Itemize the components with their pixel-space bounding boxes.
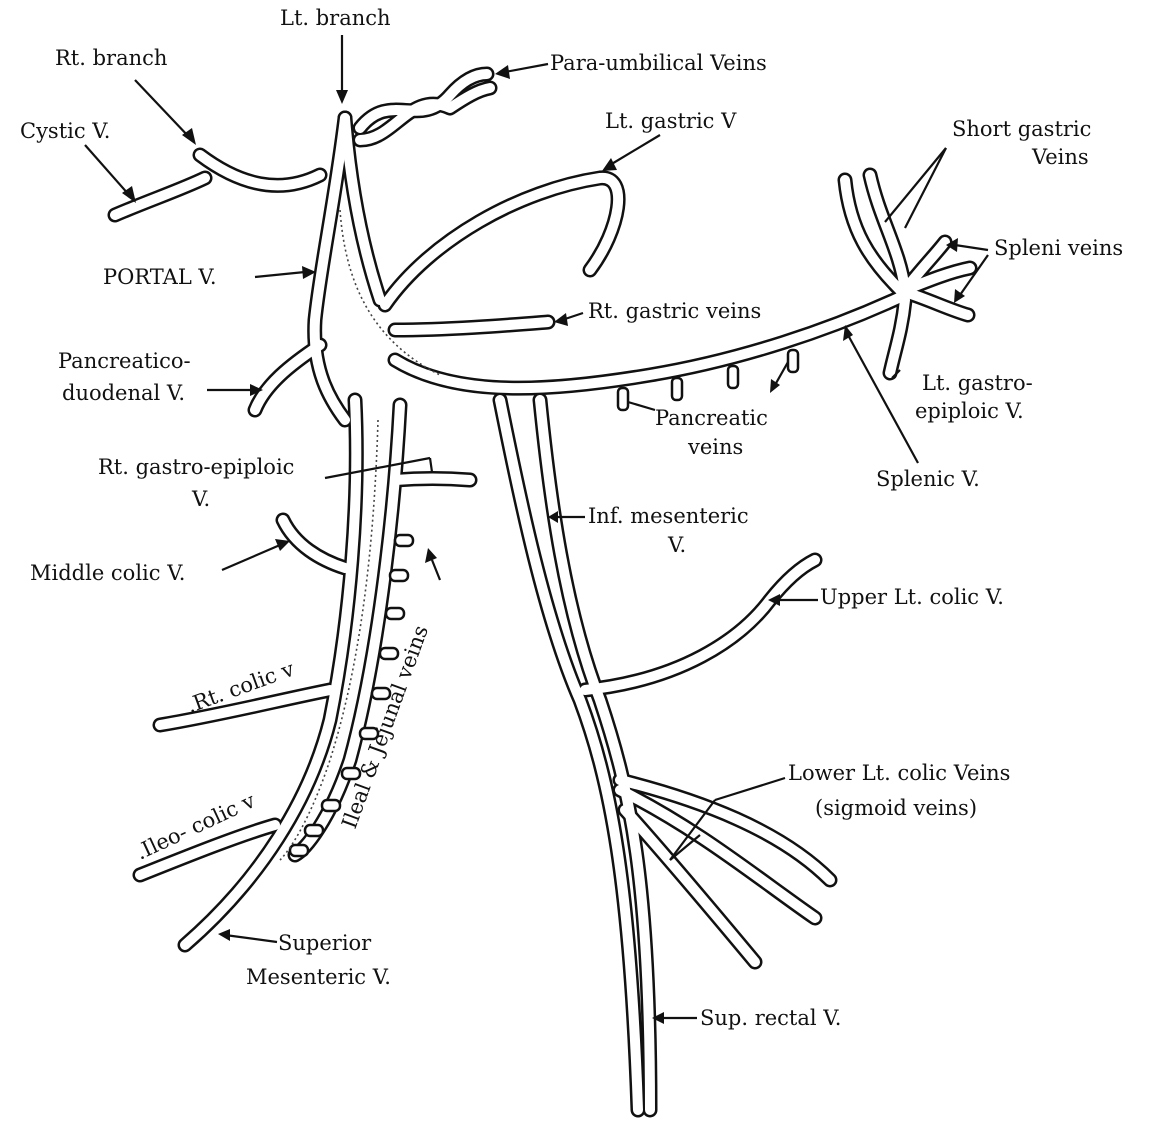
ileal-vein-stub-4 xyxy=(380,648,398,659)
label-pancreatico-2: duodenal V. xyxy=(62,381,185,405)
label-short-gastric-1: Short gastric xyxy=(952,117,1091,141)
ileal-vein-stub-1 xyxy=(395,535,413,546)
ileal-vein-stub-3 xyxy=(386,608,404,619)
label-sup-rectal: Sup. rectal V. xyxy=(700,1006,841,1030)
pancreatic-vein-stub-2 xyxy=(672,378,682,400)
pancreatic-vein-stub-1 xyxy=(618,388,628,410)
label-lt-gastro-2: epiploic V. xyxy=(915,399,1024,423)
label-pancreatic-2: veins xyxy=(687,435,743,459)
label-lt-gastro-1: Lt. gastro- xyxy=(922,371,1033,395)
label-spleni: Spleni veins xyxy=(994,236,1123,260)
label-rt-gastro-2: V. xyxy=(191,487,210,511)
label-rt-gastro-1: Rt. gastro-epiploic xyxy=(98,455,294,479)
label-portal: PORTAL V. xyxy=(103,265,217,289)
pancreatic-vein-stub-4 xyxy=(788,350,798,372)
label-inf-mes-1: Inf. mesenteric xyxy=(588,504,749,528)
label-lt-gastric: Lt. gastric V xyxy=(605,109,737,133)
label-middle-colic: Middle colic V. xyxy=(30,561,185,585)
label-pancreatic-1: Pancreatic xyxy=(655,406,768,430)
label-para-umbilical: Para-umbilical Veins xyxy=(550,51,767,75)
label-cystic: Cystic V. xyxy=(20,119,110,143)
label-pancreatico-1: Pancreatico- xyxy=(58,349,191,373)
label-rt-branch: Rt. branch xyxy=(55,46,167,70)
label-lower-lt-colic-2: (sigmoid veins) xyxy=(815,796,977,820)
label-superior-2: Mesenteric V. xyxy=(246,965,391,989)
ileal-vein-stub-10 xyxy=(290,845,308,856)
left-gastric-vein xyxy=(385,178,618,305)
pancreatic-vein-stub-3 xyxy=(728,366,738,388)
label-upper-lt-colic: Upper Lt. colic V. xyxy=(820,585,1004,609)
upper-lt-colic-vein xyxy=(585,560,815,690)
label-inf-mes-2: V. xyxy=(667,533,686,557)
label-lower-lt-colic-1: Lower Lt. colic Veins xyxy=(788,761,1010,785)
label-splenic: Splenic V. xyxy=(876,467,980,491)
ileal-vein-stub-2 xyxy=(390,570,408,581)
ileal-vein-stub-8 xyxy=(322,800,340,811)
label-short-gastric-2: Veins xyxy=(1031,145,1089,169)
label-superior-1: Superior xyxy=(278,931,372,955)
label-lt-branch: Lt. branch xyxy=(280,6,391,30)
label-rt-gastric: Rt. gastric veins xyxy=(588,299,761,323)
ileal-vein-stub-9 xyxy=(305,825,323,836)
